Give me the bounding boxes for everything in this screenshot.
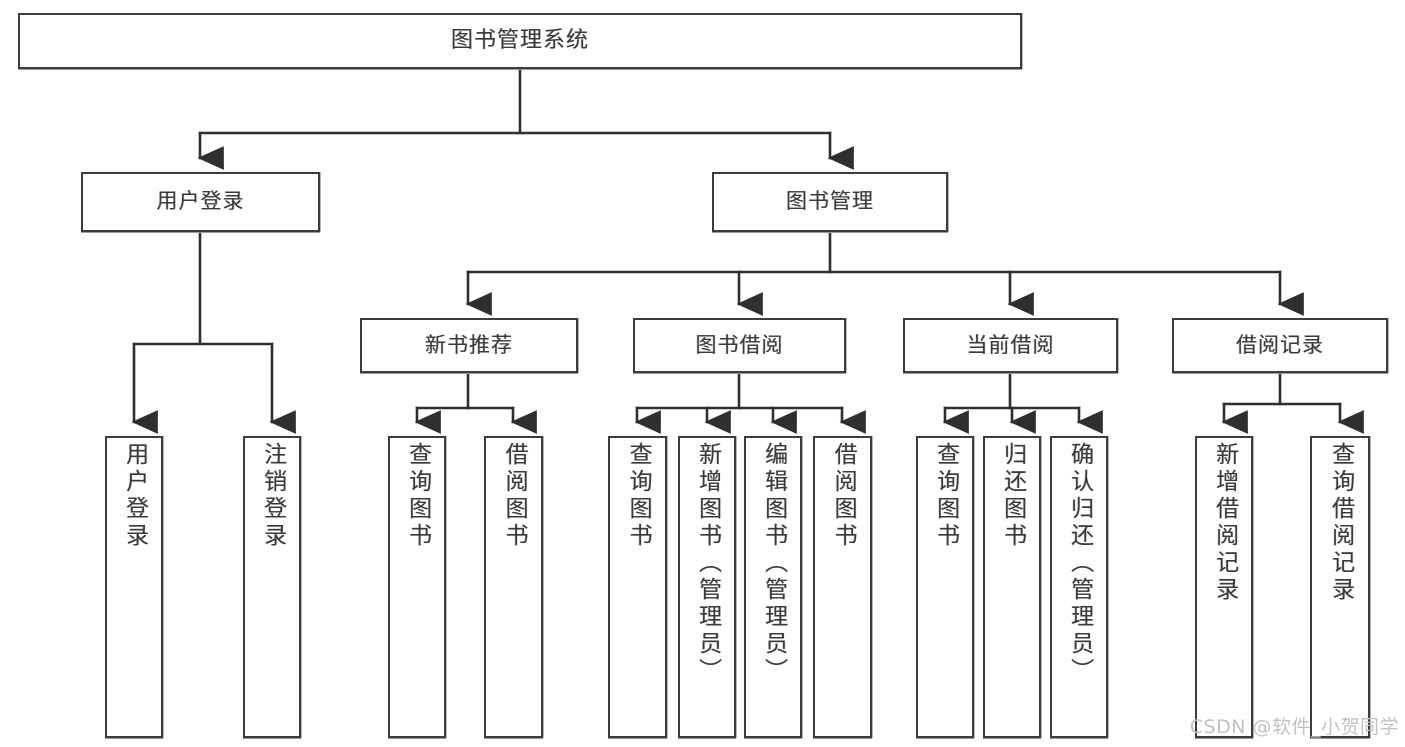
node-label: 查询图书 [404,442,431,550]
node-label: 用户登录 [121,442,148,550]
node-label: 编辑图书（管理员） [760,442,787,685]
node-label: 查询图书 [932,442,959,550]
node-leaf-return-book[interactable]: 归还图书 [983,436,1041,738]
node-leaf-add-book[interactable]: 新增图书（管理员） [678,436,736,738]
node-leaf-borrow-book-2[interactable]: 借阅图书 [813,436,872,738]
node-leaf-borrow-book-1[interactable]: 借阅图书 [484,436,543,738]
node-leaf-query-book-1[interactable]: 查询图书 [388,436,446,738]
node-label: 查询图书 [625,442,652,550]
node-leaf-query-book-3[interactable]: 查询图书 [916,436,974,738]
node-user-login[interactable]: 用户登录 [81,172,320,232]
node-leaf-query-record[interactable]: 查询借阅记录 [1310,436,1370,738]
node-label: 新书推荐 [425,332,513,357]
node-label: 借阅图书 [830,442,857,550]
node-current-borrowing[interactable]: 当前借阅 [903,318,1118,373]
node-book-management[interactable]: 图书管理 [712,172,948,232]
node-leaf-query-book-2[interactable]: 查询图书 [608,436,667,738]
node-label: 确认归还（管理员） [1066,442,1093,685]
node-label: 借阅记录 [1236,332,1324,357]
node-label: 归还图书 [999,442,1026,550]
node-label: 借阅图书 [501,442,528,550]
node-label: 新增图书（管理员） [694,442,721,685]
node-root-system[interactable]: 图书管理系统 [18,13,1022,69]
node-label: 图书管理系统 [450,27,589,53]
node-label: 图书借阅 [695,332,784,357]
node-new-book-recommendation[interactable]: 新书推荐 [360,318,578,373]
node-label: 图书管理 [786,189,874,214]
node-leaf-logout[interactable]: 注销登录 [243,436,301,738]
node-label: 当前借阅 [966,332,1055,357]
node-book-borrowing[interactable]: 图书借阅 [633,318,846,373]
node-leaf-add-record[interactable]: 新增借阅记录 [1195,436,1253,738]
node-label: 用户登录 [156,189,245,214]
node-label: 注销登录 [259,442,286,550]
node-leaf-user-login[interactable]: 用户登录 [105,436,163,738]
node-borrowing-record[interactable]: 借阅记录 [1172,318,1388,373]
node-label: 新增借阅记录 [1211,442,1238,604]
node-label: 查询借阅记录 [1327,442,1354,604]
node-leaf-confirm-return[interactable]: 确认归还（管理员） [1050,436,1108,738]
node-leaf-edit-book[interactable]: 编辑图书（管理员） [744,436,802,738]
